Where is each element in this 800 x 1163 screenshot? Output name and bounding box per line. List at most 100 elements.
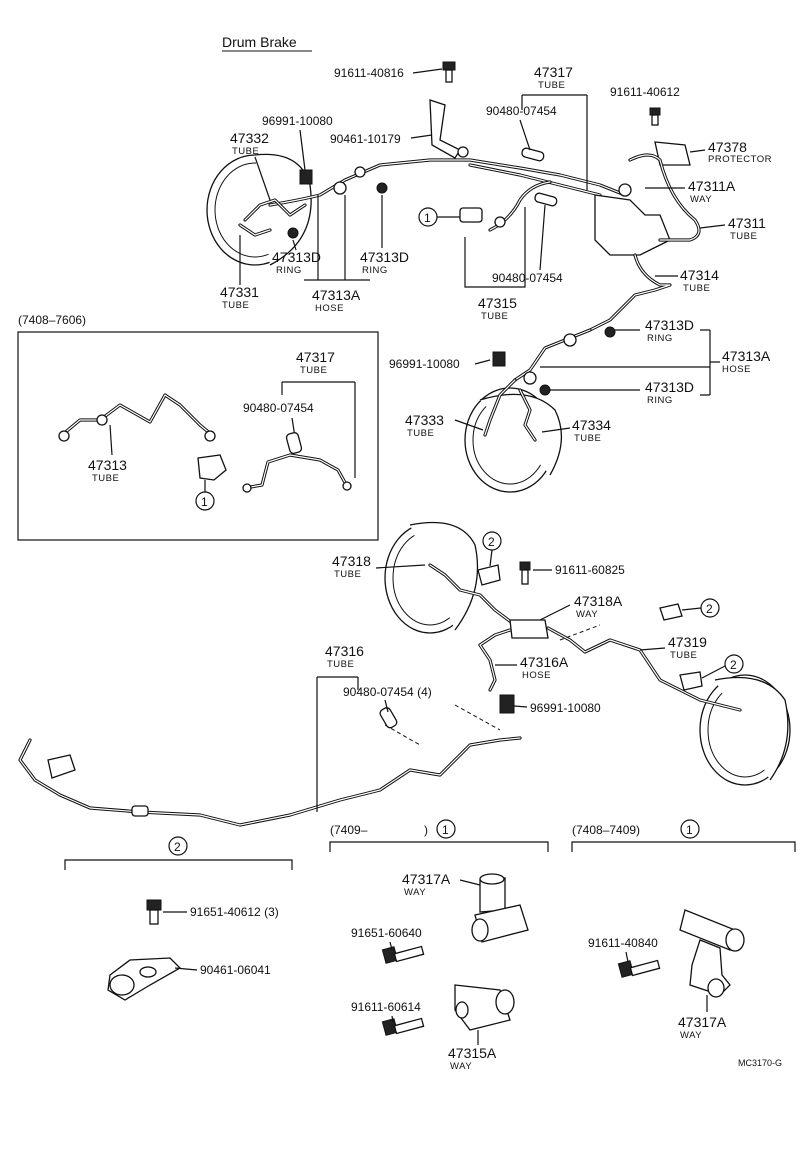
label-47311A: 47311A: [688, 178, 736, 194]
inset-range-label: (7408–7606): [18, 313, 86, 327]
bracket-47315: [464, 207, 526, 288]
label-47332: 47332: [230, 130, 269, 146]
inset-label-90480-07454: 90480-07454: [243, 401, 314, 415]
label-47314: 47314: [680, 267, 719, 283]
label-47317: 47317: [534, 64, 573, 80]
variant-2-range: (7408–7409): [572, 823, 640, 837]
label-91611-40816: 91611-40816: [334, 66, 404, 80]
bolt-91611-40612: [649, 107, 661, 126]
label-47331: 47331: [220, 284, 259, 300]
label-90480-07454-top: 90480-07454: [486, 104, 557, 118]
variant-2-callout: [680, 819, 700, 839]
inset-callout-1: [195, 491, 215, 511]
word-tube: TUBE: [670, 650, 697, 661]
word-way: WAY: [576, 609, 598, 620]
label-90461-10179: 90461-10179: [330, 132, 401, 146]
clamp-90461-06041: [107, 957, 182, 1001]
bolt-91611-40816: [442, 61, 456, 83]
callout-2-b-label: 2: [706, 602, 713, 616]
leader-callout-2-c: [701, 665, 726, 679]
variant-1-callout: [436, 819, 456, 839]
word-ring: RING: [647, 395, 673, 406]
leader-90461-06041: [174, 967, 198, 971]
inset-callout-1-label: 1: [201, 495, 208, 509]
clamp-callout-2-b: [659, 603, 683, 621]
word-hose: HOSE: [522, 670, 551, 681]
way-joint-47317A-a: [471, 873, 529, 943]
label-47311: 47311: [728, 215, 766, 231]
label-96991-10080-mid: 96991-10080: [389, 357, 460, 371]
label-91651-60640: 91651-60640: [351, 926, 422, 940]
clamp-callout-2-c: [679, 671, 703, 691]
dash-guide-a: [454, 704, 501, 731]
leader-47317A-a: [459, 879, 481, 886]
tube-47316-line: [18, 736, 522, 827]
variant-1-callout-label: 1: [442, 823, 449, 837]
detail-2-callout: [168, 836, 188, 856]
bracket-47313A: [304, 195, 370, 281]
doc-code: MC3170-G: [738, 1058, 782, 1068]
word-tube: TUBE: [407, 428, 434, 439]
way-valve-47311A: [594, 183, 671, 256]
leader-47319: [639, 647, 666, 651]
leader-47318: [375, 564, 426, 569]
callout-2-a-label: 2: [488, 535, 495, 549]
leader-47311: [699, 224, 726, 229]
label-47313D-left: 47313D: [272, 249, 321, 265]
word-hose: HOSE: [315, 303, 344, 314]
variant-2-callout-label: 1: [686, 823, 693, 837]
word-tube: TUBE: [481, 311, 508, 322]
bolt-91611-40840: [617, 959, 661, 978]
label-91651-40612-3: 91651-40612 (3): [190, 905, 279, 919]
label-96991-10080-top: 96991-10080: [262, 114, 333, 128]
leader-91611-60614: [391, 1015, 394, 1023]
variant-1-range: (7409–: [330, 823, 368, 837]
variant-1-bracket: [329, 841, 549, 852]
clamp-left: [47, 754, 76, 779]
leader-47333: [454, 419, 484, 431]
inset-fitting-e: [342, 481, 352, 491]
leader-47332: [254, 156, 271, 201]
word-tube: TUBE: [683, 283, 710, 294]
leader-96991-10080-mid: [474, 359, 491, 365]
leader-96991-10080-top: [299, 129, 306, 171]
diagram-title: Drum Brake: [222, 34, 297, 50]
inset-way-joint: [197, 454, 227, 481]
label-47333: 47333: [405, 412, 444, 428]
bracket-47313A-b: [700, 329, 720, 396]
bolt-91651-60640: [381, 945, 425, 964]
leader-91611-40816: [412, 68, 443, 74]
leader-47378: [689, 149, 706, 153]
label-47313D-right: 47313D: [360, 249, 409, 265]
label-47318A: 47318A: [574, 593, 623, 609]
leader-callout-2-a: [489, 549, 493, 567]
word-tube: TUBE: [222, 300, 249, 311]
way-joint-47315A: [454, 984, 515, 1031]
leader-91651-60640: [389, 941, 393, 951]
word-tube: TUBE: [300, 365, 327, 376]
bracket-47316: [316, 676, 359, 812]
way-joint-47317A-b: [679, 909, 745, 998]
label-47315A: 47315A: [448, 1045, 497, 1061]
word-tube: TUBE: [334, 569, 361, 580]
leader-90480-07454-4: [384, 699, 389, 713]
word-ring: RING: [647, 333, 673, 344]
leader-90480-07454-mid: [539, 204, 546, 271]
sleeve-90480-07454-top: [521, 147, 545, 162]
label-90480-07454-4: 90480-07454 (4): [343, 685, 432, 699]
bolt-91651-40612: [146, 899, 162, 925]
label-47378: 47378: [708, 139, 747, 155]
leader-90480-07454-top: [519, 119, 531, 151]
label-47315: 47315: [478, 295, 517, 311]
rear-drum-left: [384, 521, 479, 634]
tube-clip-lower: [131, 805, 149, 817]
variant-1-close: ): [424, 823, 428, 837]
word-protector: PROTECTOR: [708, 154, 772, 165]
bolt-91611-60614: [381, 1017, 425, 1036]
word-tube: TUBE: [730, 231, 757, 242]
label-47313D-b: 47313D: [645, 379, 694, 395]
detail-2-bracket: [64, 859, 293, 870]
inset-fitting-c: [204, 430, 216, 442]
leader-47318A: [539, 604, 571, 621]
label-91611-40612: 91611-40612: [610, 85, 680, 99]
